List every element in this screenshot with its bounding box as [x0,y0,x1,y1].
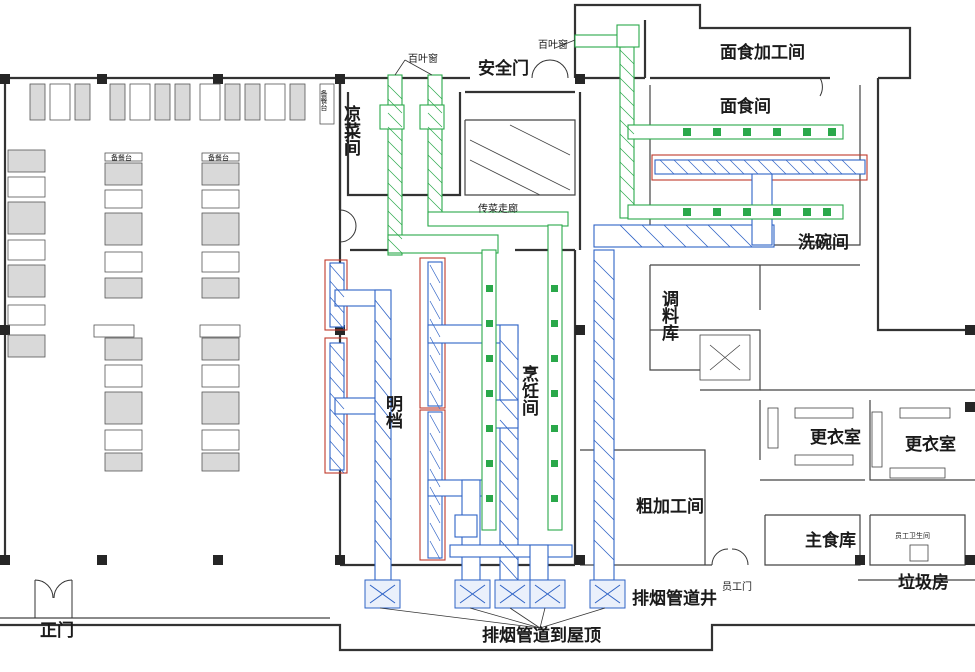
label-baiye-right: 百叶窗 [538,38,568,51]
label-cujiagong: 粗加工间 [636,496,704,517]
fixtures [469,124,951,562]
label-tiaoliao: 调料库 [658,290,679,342]
label-weisheng: 员工卫生间 [895,531,930,540]
label-mianshi-jiagong: 面食加工间 [720,42,805,63]
label-zhengmen: 正门 [40,620,74,641]
label-beicantai-side: 备餐台 [320,89,328,112]
label-anquanmen: 安全门 [478,58,529,79]
label-beicantai-2: 备餐台 [208,153,229,162]
leader-lines [379,39,606,629]
walls [0,3,975,652]
label-yuangongmen: 员工门 [722,580,752,593]
label-baiye-left: 百叶窗 [408,52,438,65]
fresh-air-ducts [379,24,844,531]
label-chuancai: 传菜走廊 [478,202,518,215]
label-paiyan-wuding: 排烟管道到屋顶 [482,625,601,646]
label-mianshi: 面食间 [720,96,771,117]
label-xiwan: 洗碗间 [798,232,849,253]
label-gengyi-1: 更衣室 [810,427,861,448]
label-gengyi-2: 更衣室 [905,434,956,455]
label-pengren: 烹饪间 [518,364,540,417]
label-liangcai: 凉菜间 [340,104,362,157]
structural-columns [0,74,975,565]
exhaust-shaft-boxes [364,579,626,609]
label-beicantai-1: 备餐台 [111,153,132,162]
exhaust-ducts [329,159,866,581]
label-zhushiku: 主食库 [805,530,856,551]
doors [34,59,823,618]
room-labels: 凉菜间 传菜走廊 安全门 百叶窗 百叶窗 面食加工间 面食间 洗碗间 调料库 烹… [40,38,956,646]
label-lajifang: 垃圾房 [898,572,949,593]
label-paiyan-jing: 排烟管道井 [632,588,717,609]
label-mingdang: 明档 [382,395,403,429]
dining-furniture [7,83,335,472]
